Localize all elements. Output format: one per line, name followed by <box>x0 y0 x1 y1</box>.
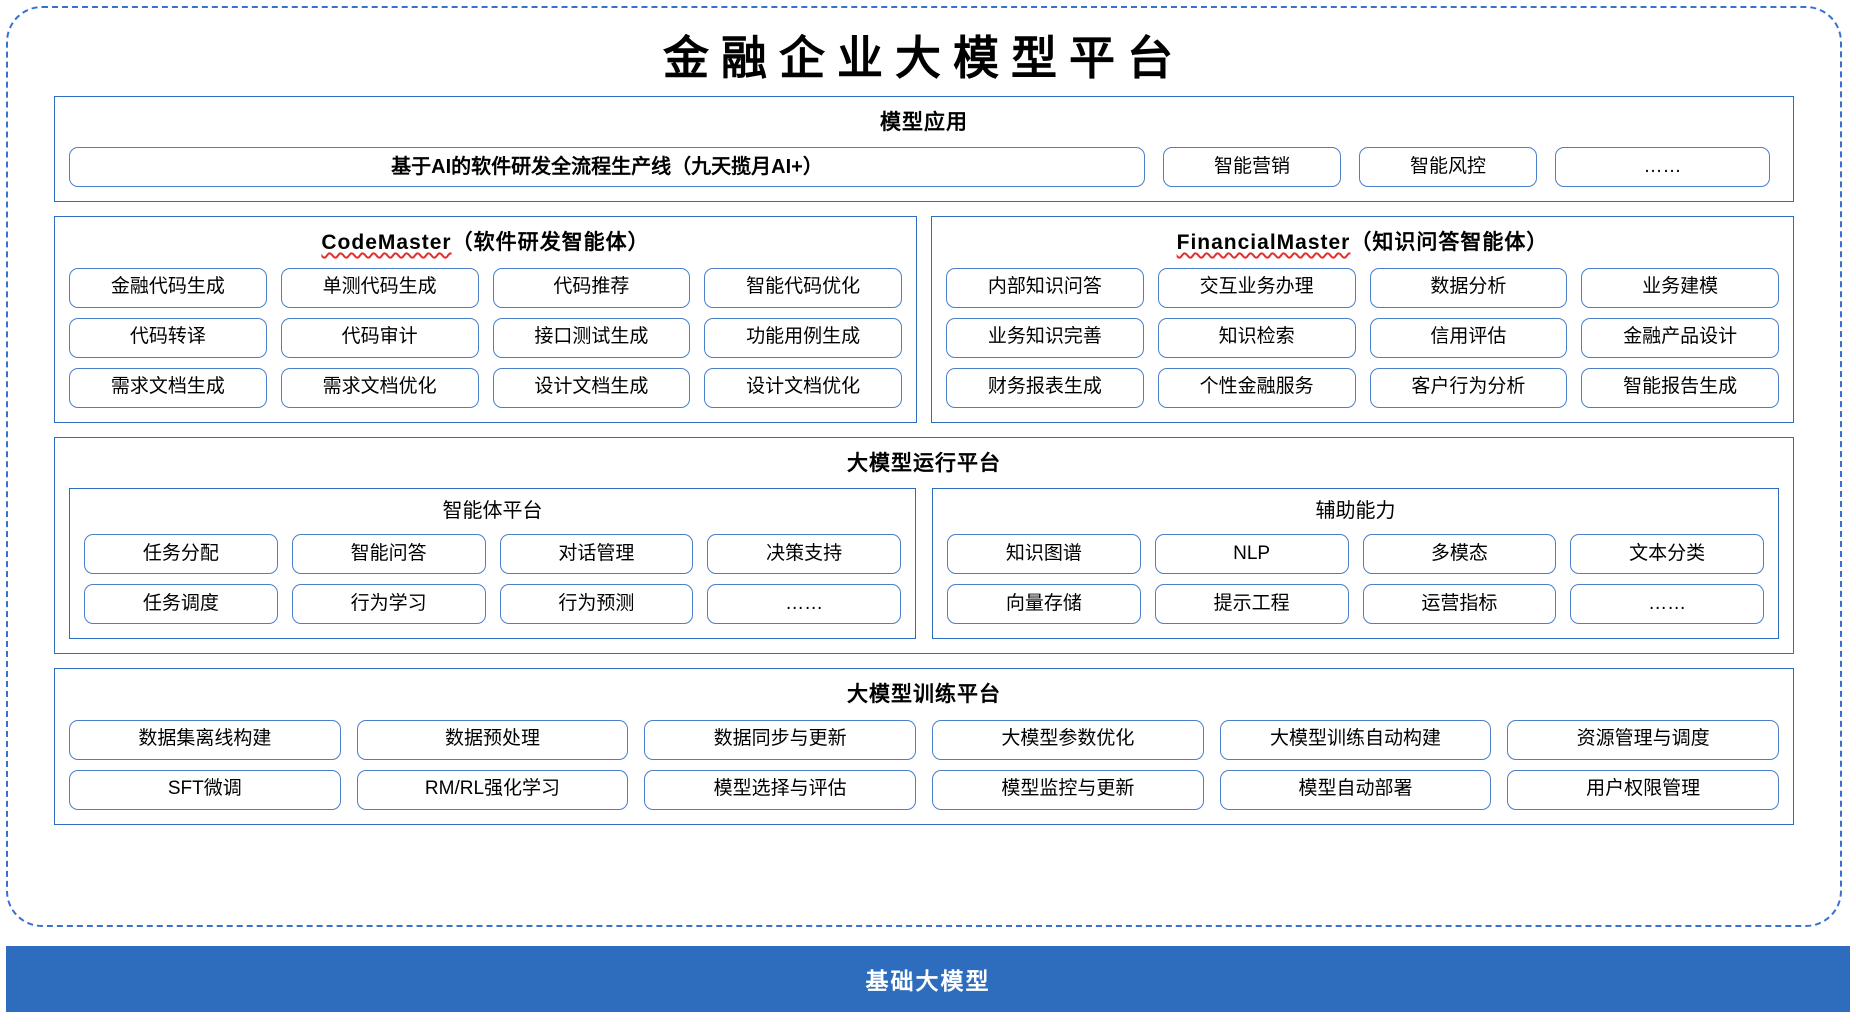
pill-capability[interactable]: 代码转译 <box>69 317 267 358</box>
pill-feature[interactable]: 多模态 <box>1362 534 1557 574</box>
section-train-platform: 大模型训练平台 数据集离线构建 数据预处理 数据同步与更新 大模型参数优化 大模… <box>54 668 1794 825</box>
panel-title-agent-platform: 智能体平台 <box>442 500 543 522</box>
pill-train-feature[interactable]: 数据预处理 <box>356 719 629 760</box>
pill-train-feature[interactable]: RM/RL强化学习 <box>356 769 629 810</box>
section-model-application: 模型应用 基于AI的软件研发全流程生产线（九天揽月AI+） 智能营销 智能风控 … <box>54 95 1794 202</box>
pill-capability[interactable]: 信用评估 <box>1369 317 1568 358</box>
section-title-financialmaster: FinancialMaster（知识问答智能体） <box>946 227 1779 259</box>
pill-capability[interactable]: 需求文档生成 <box>69 367 267 408</box>
section-title-model-application: 模型应用 <box>880 110 968 134</box>
pill-capability[interactable]: 财务报表生成 <box>946 367 1144 408</box>
section-financialmaster: FinancialMaster（知识问答智能体） 内部知识问答 交互业务办理 数… <box>931 216 1794 423</box>
pill-train-feature[interactable]: 大模型训练自动构建 <box>1219 719 1492 760</box>
pill-train-feature[interactable]: 模型监控与更新 <box>931 769 1204 810</box>
pill-capability[interactable]: 内部知识问答 <box>946 267 1144 308</box>
pill-feature[interactable]: 决策支持 <box>707 534 901 574</box>
pill-feature[interactable]: NLP <box>1154 534 1349 574</box>
pill-capability[interactable]: 客户行为分析 <box>1369 367 1568 408</box>
pill-feature[interactable]: 文本分类 <box>1570 534 1764 574</box>
model-application-row: 基于AI的软件研发全流程生产线（九天揽月AI+） 智能营销 智能风控 …… <box>69 147 1779 187</box>
pill-capability[interactable]: 金融代码生成 <box>69 267 267 308</box>
pill-capability[interactable]: 需求文档优化 <box>280 367 479 408</box>
pill-capability[interactable]: 智能代码优化 <box>704 267 902 308</box>
section-title-codemaster: CodeMaster（软件研发智能体） <box>69 227 902 259</box>
codemaster-subtitle: （软件研发智能体） <box>451 231 650 254</box>
pill-feature[interactable]: 向量存储 <box>947 584 1141 624</box>
pill-feature[interactable]: 行为预测 <box>499 584 694 624</box>
section-codemaster: CodeMaster（软件研发智能体） 金融代码生成 单测代码生成 代码推荐 智… <box>54 216 917 423</box>
pill-capability[interactable]: 单测代码生成 <box>280 267 479 308</box>
pill-capability[interactable]: 接口测试生成 <box>492 317 691 358</box>
pill-train-feature[interactable]: 数据集离线构建 <box>69 719 341 760</box>
run-platform-panels: 智能体平台 任务分配 智能问答 对话管理 决策支持 任务调度 行为学习 行为预测… <box>69 488 1779 639</box>
pill-capability[interactable]: 知识检索 <box>1157 317 1356 358</box>
pill-feature[interactable]: 知识图谱 <box>947 534 1141 574</box>
pill-more-ellipsis[interactable]: …… <box>1555 147 1770 187</box>
pill-feature[interactable]: 提示工程 <box>1154 584 1349 624</box>
pill-capability[interactable]: 智能报告生成 <box>1581 367 1779 408</box>
pill-train-feature[interactable]: 模型自动部署 <box>1219 769 1492 810</box>
page-title: 金融企业大模型平台 <box>663 33 1185 84</box>
pill-feature[interactable]: 任务分配 <box>84 534 278 574</box>
agent-platform-grid: 任务分配 智能问答 对话管理 决策支持 任务调度 行为学习 行为预测 …… <box>84 534 901 624</box>
pill-capability[interactable]: 功能用例生成 <box>704 317 902 358</box>
section-run-platform: 大模型运行平台 智能体平台 任务分配 智能问答 对话管理 决策支持 任务调度 行… <box>54 436 1794 654</box>
pill-capability[interactable]: 交互业务办理 <box>1157 267 1356 308</box>
pill-feature[interactable]: 对话管理 <box>499 534 694 574</box>
financialmaster-subtitle: （知识问答智能体） <box>1350 231 1549 254</box>
pill-capability[interactable]: 金融产品设计 <box>1581 317 1779 358</box>
financialmaster-name: FinancialMaster <box>1176 231 1351 254</box>
section-title-run-platform: 大模型运行平台 <box>847 451 1001 475</box>
platform-outer-frame: 金融企业大模型平台 模型应用 基于AI的软件研发全流程生产线（九天揽月AI+） … <box>6 6 1842 927</box>
base-model-label: 基础大模型 <box>865 968 991 994</box>
codemaster-capability-grid: 金融代码生成 单测代码生成 代码推荐 智能代码优化 代码转译 代码审计 接口测试… <box>69 267 902 408</box>
panel-agent-platform: 智能体平台 任务分配 智能问答 对话管理 决策支持 任务调度 行为学习 行为预测… <box>69 488 916 639</box>
pill-capability[interactable]: 设计文档生成 <box>492 367 691 408</box>
pill-feature[interactable]: 行为学习 <box>291 584 486 624</box>
pill-smart-risk-control[interactable]: 智能风控 <box>1359 147 1537 187</box>
pill-smart-marketing[interactable]: 智能营销 <box>1163 147 1341 187</box>
pill-capability[interactable]: 设计文档优化 <box>704 367 902 408</box>
section-title-train-platform: 大模型训练平台 <box>847 683 1001 706</box>
pill-capability[interactable]: 代码审计 <box>280 317 479 358</box>
base-model-bar: 基础大模型 <box>6 946 1850 1012</box>
pill-capability[interactable]: 业务建模 <box>1581 267 1779 308</box>
pill-more-ellipsis[interactable]: …… <box>1570 584 1764 624</box>
auxiliary-capability-grid: 知识图谱 NLP 多模态 文本分类 向量存储 提示工程 运营指标 …… <box>947 534 1764 624</box>
pill-train-feature[interactable]: 用户权限管理 <box>1507 769 1779 810</box>
pill-train-feature[interactable]: 数据同步与更新 <box>644 719 916 760</box>
pill-train-feature[interactable]: 模型选择与评估 <box>644 769 916 810</box>
pill-flagship-ai-pipeline[interactable]: 基于AI的软件研发全流程生产线（九天揽月AI+） <box>69 147 1145 187</box>
train-platform-grid: 数据集离线构建 数据预处理 数据同步与更新 大模型参数优化 大模型训练自动构建 … <box>69 719 1779 810</box>
pill-capability[interactable]: 业务知识完善 <box>946 317 1144 358</box>
pill-capability[interactable]: 代码推荐 <box>492 267 691 308</box>
pill-feature[interactable]: 运营指标 <box>1362 584 1557 624</box>
pill-feature[interactable]: 智能问答 <box>291 534 486 574</box>
panel-title-auxiliary-capability: 辅助能力 <box>1315 500 1396 522</box>
codemaster-name: CodeMaster <box>321 231 452 254</box>
financialmaster-capability-grid: 内部知识问答 交互业务办理 数据分析 业务建模 业务知识完善 知识检索 信用评估… <box>946 267 1779 408</box>
panel-auxiliary-capability: 辅助能力 知识图谱 NLP 多模态 文本分类 向量存储 提示工程 运营指标 …… <box>932 488 1779 639</box>
pill-more-ellipsis[interactable]: …… <box>707 584 901 624</box>
pill-train-feature[interactable]: SFT微调 <box>69 769 341 810</box>
pill-train-feature[interactable]: 资源管理与调度 <box>1507 719 1779 760</box>
pill-capability[interactable]: 数据分析 <box>1369 267 1568 308</box>
pill-feature[interactable]: 任务调度 <box>84 584 278 624</box>
pill-train-feature[interactable]: 大模型参数优化 <box>931 719 1204 760</box>
agents-row: CodeMaster（软件研发智能体） 金融代码生成 单测代码生成 代码推荐 智… <box>54 216 1794 423</box>
pill-capability[interactable]: 个性金融服务 <box>1157 367 1356 408</box>
